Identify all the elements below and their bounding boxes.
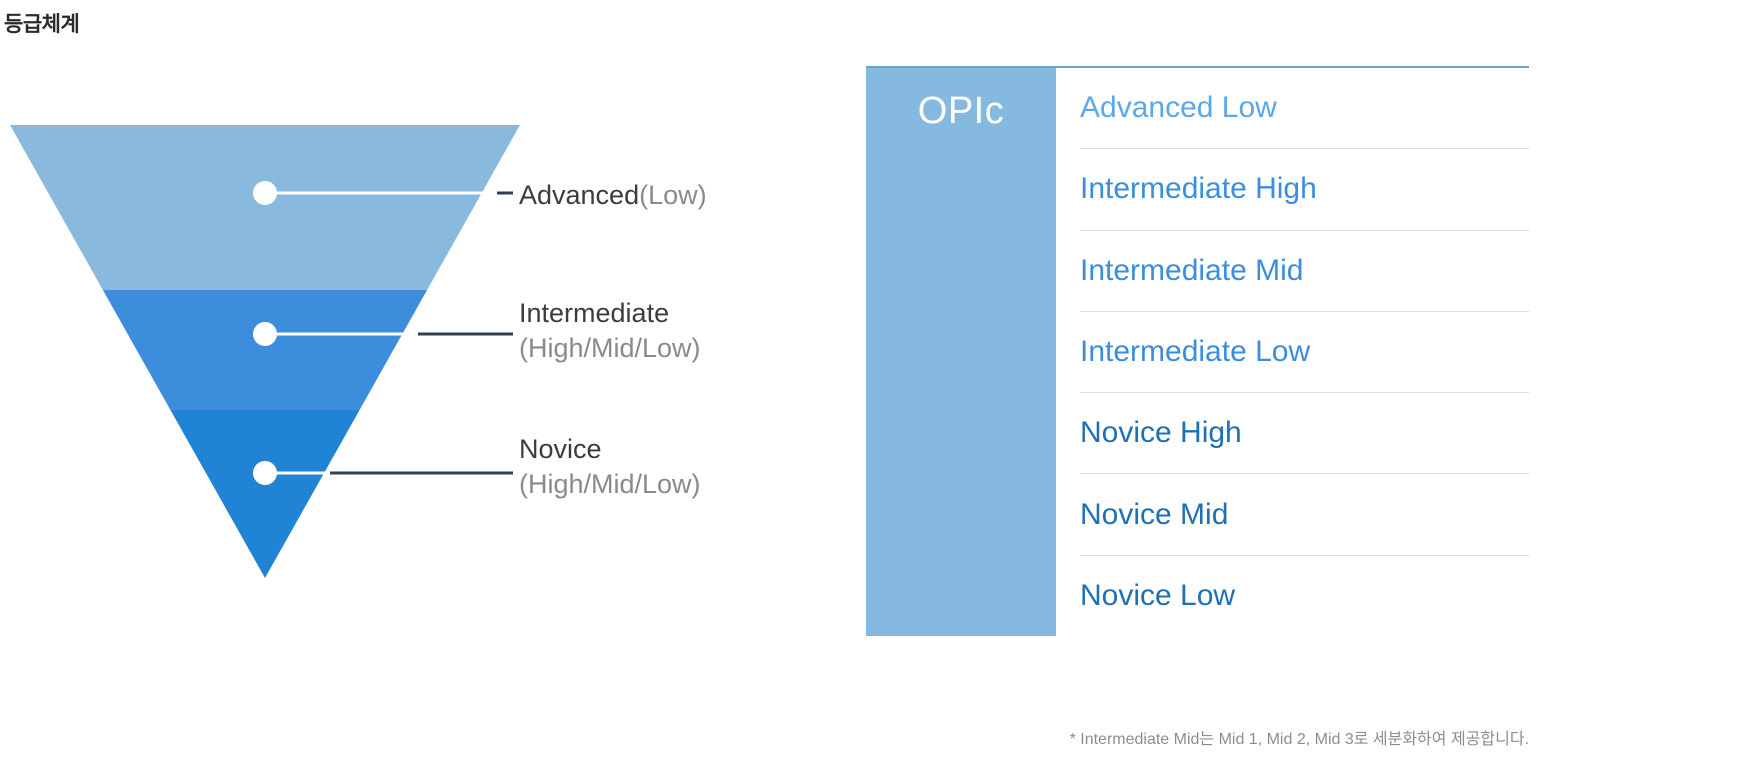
funnel-label-novice-main: Novice — [519, 434, 602, 464]
level-item-label: Novice Low — [1080, 578, 1236, 612]
opic-level-panel: OPIc Advanced Low Intermediate High Inte… — [866, 66, 1529, 636]
leader-novice — [253, 461, 513, 485]
funnel-marker-novice — [253, 461, 277, 485]
opic-badge: OPIc — [866, 68, 1056, 636]
funnel-marker-advanced — [253, 181, 277, 205]
level-item: Novice Mid — [1080, 474, 1529, 556]
level-item: Intermediate Mid — [1080, 231, 1529, 312]
funnel-svg — [10, 125, 520, 578]
funnel-label-advanced-sub: (Low) — [639, 180, 707, 210]
level-item-label: Intermediate Mid — [1080, 253, 1304, 287]
funnel-label-advanced-main: Advanced — [519, 180, 640, 210]
funnel-label-intermediate-main: Intermediate — [519, 298, 670, 328]
funnel-label-intermediate: Intermediate (High/Mid/Low) — [519, 296, 701, 365]
leader-intermediate — [253, 322, 513, 346]
level-item: Novice Low — [1080, 556, 1529, 636]
funnel-marker-intermediate — [253, 322, 277, 346]
leader-advanced — [253, 181, 513, 205]
level-item: Intermediate High — [1080, 149, 1529, 231]
page-title: 등급체계 — [4, 13, 80, 36]
level-item-label: Intermediate High — [1080, 172, 1317, 206]
level-item: Advanced Low — [1080, 68, 1529, 150]
opic-level-list: Advanced Low Intermediate High Intermedi… — [1056, 68, 1529, 636]
level-item: Novice High — [1080, 393, 1529, 475]
level-item-label: Intermediate Low — [1080, 334, 1311, 368]
level-item-label: Advanced Low — [1080, 91, 1277, 125]
footnote: * Intermediate Mid는 Mid 1, Mid 2, Mid 3로… — [1069, 731, 1529, 748]
funnel-diagram: Advanced(Low) Intermediate (High/Mid/Low… — [0, 110, 820, 590]
funnel-label-intermediate-sub: (High/Mid/Low) — [519, 332, 701, 363]
funnel-label-advanced: Advanced(Low) — [519, 178, 707, 213]
funnel-band-advanced — [10, 125, 520, 290]
level-item-label: Novice High — [1080, 416, 1242, 450]
level-item: Intermediate Low — [1080, 312, 1529, 394]
level-item-label: Novice Mid — [1080, 497, 1229, 531]
funnel-label-novice-sub: (High/Mid/Low) — [519, 468, 701, 499]
opic-badge-label: OPIc — [917, 90, 1005, 132]
funnel-label-novice: Novice (High/Mid/Low) — [519, 432, 701, 501]
